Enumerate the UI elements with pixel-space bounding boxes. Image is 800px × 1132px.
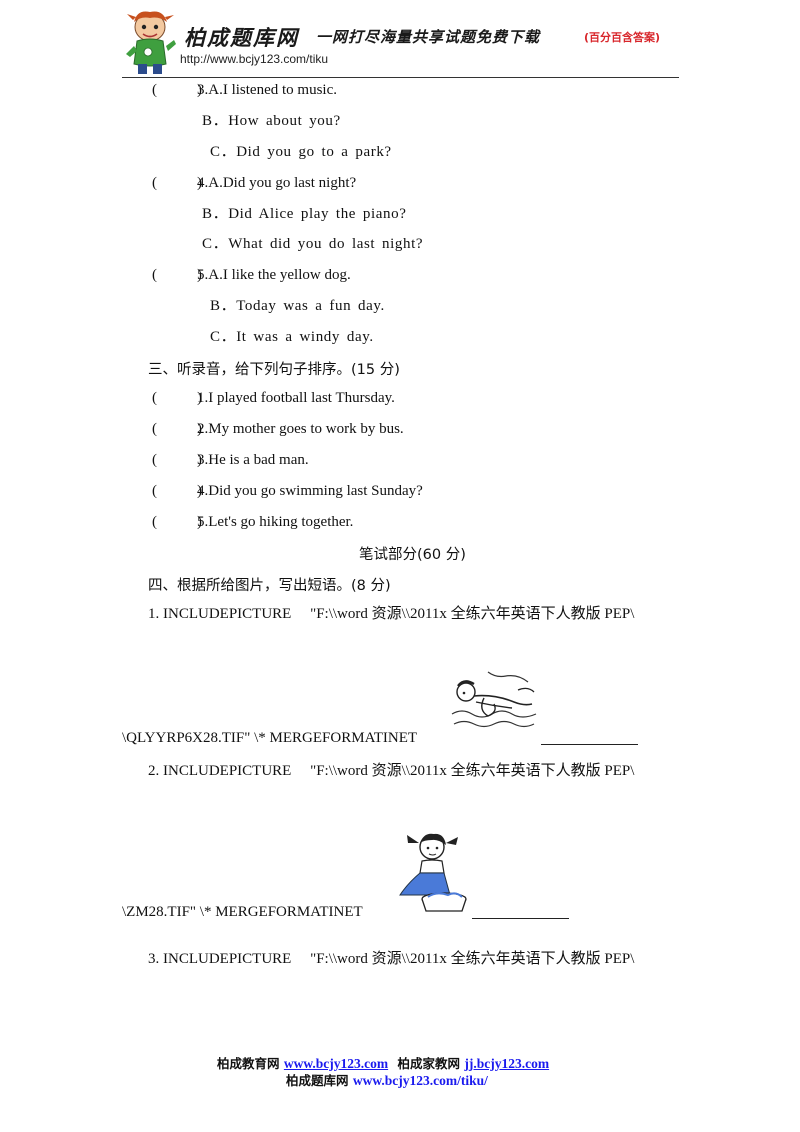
footer-label-3: 柏成题库网 <box>286 1073 349 1088</box>
question-3-option-c: C．Did you go to a park? <box>210 144 392 160</box>
answer-bracket: () <box>152 482 202 500</box>
bracket-open: ( <box>152 514 157 530</box>
answer-bracket: () <box>152 389 202 407</box>
answer-blank-line[interactable] <box>541 744 638 745</box>
swimming-boy-icon <box>448 664 540 734</box>
mascot-logo-icon <box>126 11 176 74</box>
bracket-close: ) <box>197 390 202 406</box>
answer-blank-line[interactable] <box>472 918 569 919</box>
written-part-title: 笔试部分(60 分) <box>359 547 466 563</box>
answer-bracket: () <box>152 266 202 284</box>
section-4-title: 四、根据所给图片，写出短语。(8 分) <box>148 578 391 594</box>
header-divider <box>122 77 679 78</box>
section-4-item-1-line1: 1. INCLUDEPICTURE "F:\\word 资源\\2011x 全练… <box>148 606 635 622</box>
list-item: 1.I played football last Thursday. <box>197 390 395 406</box>
section-4-item-3-line1: 3. INCLUDEPICTURE "F:\\word 资源\\2011x 全练… <box>148 951 635 967</box>
bracket-close: ) <box>197 514 202 530</box>
site-url[interactable]: http://www.bcjy123.com/tiku <box>180 52 329 66</box>
question-4-option-b: B．Did Alice play the piano? <box>202 206 407 222</box>
list-item: 5.Let's go hiking together. <box>197 514 354 530</box>
footer-link-1[interactable]: www.bcjy123.com <box>283 1056 389 1071</box>
question-3-option-b: B．How about you? <box>202 113 341 129</box>
question-3-option-a: 3.A.I listened to music. <box>197 82 337 98</box>
question-4-option-c: C．What did you do last night? <box>202 236 424 252</box>
bracket-open: ( <box>152 421 157 437</box>
question-5-option-c: C．It was a windy day. <box>210 329 374 345</box>
section-4-item-1-line2: \QLYYRP6X28.TIF" \* MERGEFORMATINET <box>122 730 418 746</box>
section-4-item-2-line2: \ZM28.TIF" \* MERGEFORMATINET <box>122 904 363 920</box>
answer-bracket: () <box>152 513 202 531</box>
site-title: 柏成题库网 <box>184 26 299 50</box>
question-5-option-b: B．Today was a fun day. <box>210 298 385 314</box>
answer-bracket: () <box>152 451 202 469</box>
bracket-close: ) <box>197 421 202 437</box>
footer-line-2: 柏成题库网 www.bcjy123.com/tiku/ <box>286 1070 488 1089</box>
answer-bracket: () <box>152 174 202 192</box>
section-3-title: 三、听录音，给下列句子排序。(15 分) <box>148 362 400 378</box>
list-item: 2.My mother goes to work by bus. <box>197 421 404 437</box>
list-item: 3.He is a bad man. <box>197 452 309 468</box>
bracket-open: ( <box>152 452 157 468</box>
bracket-close: ) <box>197 452 202 468</box>
footer-line-1: 柏成教育网 www.bcjy123.com 柏成家教网 jj.bcjy123.c… <box>217 1053 549 1072</box>
bracket-close: ) <box>197 483 202 499</box>
question-5-option-a: 5.A.I like the yellow dog. <box>197 267 351 283</box>
bracket-open: ( <box>152 483 157 499</box>
answer-badge: (百分百含答案) <box>584 31 661 44</box>
bracket-close: ) <box>197 267 202 283</box>
footer-link-2[interactable]: jj.bcjy123.com <box>464 1056 550 1071</box>
bracket-close: ) <box>197 82 202 98</box>
bracket-open: ( <box>152 267 157 283</box>
bracket-close: ) <box>197 175 202 191</box>
section-4-item-2-line1: 2. INCLUDEPICTURE "F:\\word 资源\\2011x 全练… <box>148 763 635 779</box>
question-4-option-a: 4.A.Did you go last night? <box>197 175 357 191</box>
footer-label-1: 柏成教育网 <box>217 1056 280 1071</box>
bracket-open: ( <box>152 175 157 191</box>
girl-washing-clothes-icon <box>392 829 470 915</box>
footer-label-2: 柏成家教网 <box>397 1056 460 1071</box>
footer-link-3[interactable]: www.bcjy123.com/tiku/ <box>352 1073 488 1088</box>
list-item: 4.Did you go swimming last Sunday? <box>197 483 423 499</box>
site-slogan: 一网打尽海量共享试题免费下载 <box>316 28 541 46</box>
answer-bracket: () <box>152 420 202 438</box>
bracket-open: ( <box>152 82 157 98</box>
answer-bracket: () <box>152 81 202 99</box>
bracket-open: ( <box>152 390 157 406</box>
